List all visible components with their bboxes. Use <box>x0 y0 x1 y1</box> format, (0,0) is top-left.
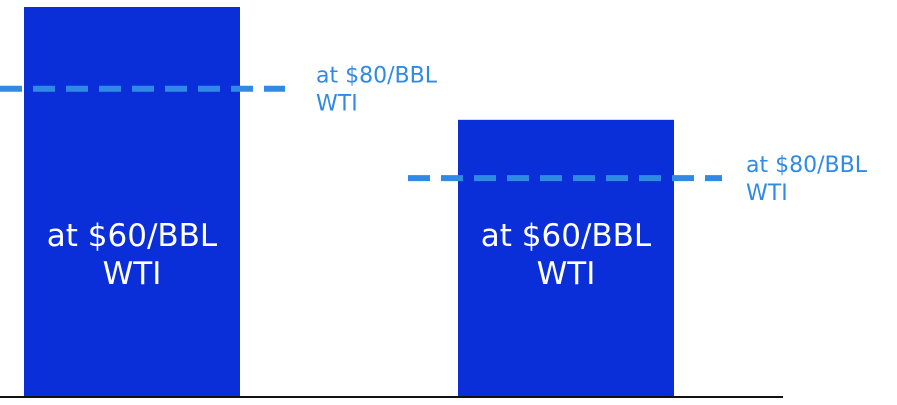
reference-line-1-label: at $80/BBL WTI <box>316 64 438 117</box>
reference-lines-layer <box>0 85 722 182</box>
bar-2-label-line-1: at $60/BBL <box>481 218 652 254</box>
bar-1-label-line-2: WTI <box>103 256 162 292</box>
bar-2 <box>458 119 674 396</box>
reference-line-1-label-line-1: at $80/BBL <box>316 64 438 89</box>
bar-2-label-line-2: WTI <box>537 256 596 292</box>
bar-1-label-line-1: at $60/BBL <box>47 218 218 254</box>
bar-1 <box>24 7 240 396</box>
bars-layer <box>24 7 674 396</box>
reference-line-1-label-line-2: WTI <box>316 92 358 117</box>
reference-line-2-label-line-1: at $80/BBL <box>746 153 868 178</box>
reference-line-2-label: at $80/BBL WTI <box>746 153 868 206</box>
reference-labels-layer: at $80/BBL WTI at $80/BBL WTI <box>316 64 868 206</box>
reference-line-2-label-line-2: WTI <box>746 181 788 206</box>
